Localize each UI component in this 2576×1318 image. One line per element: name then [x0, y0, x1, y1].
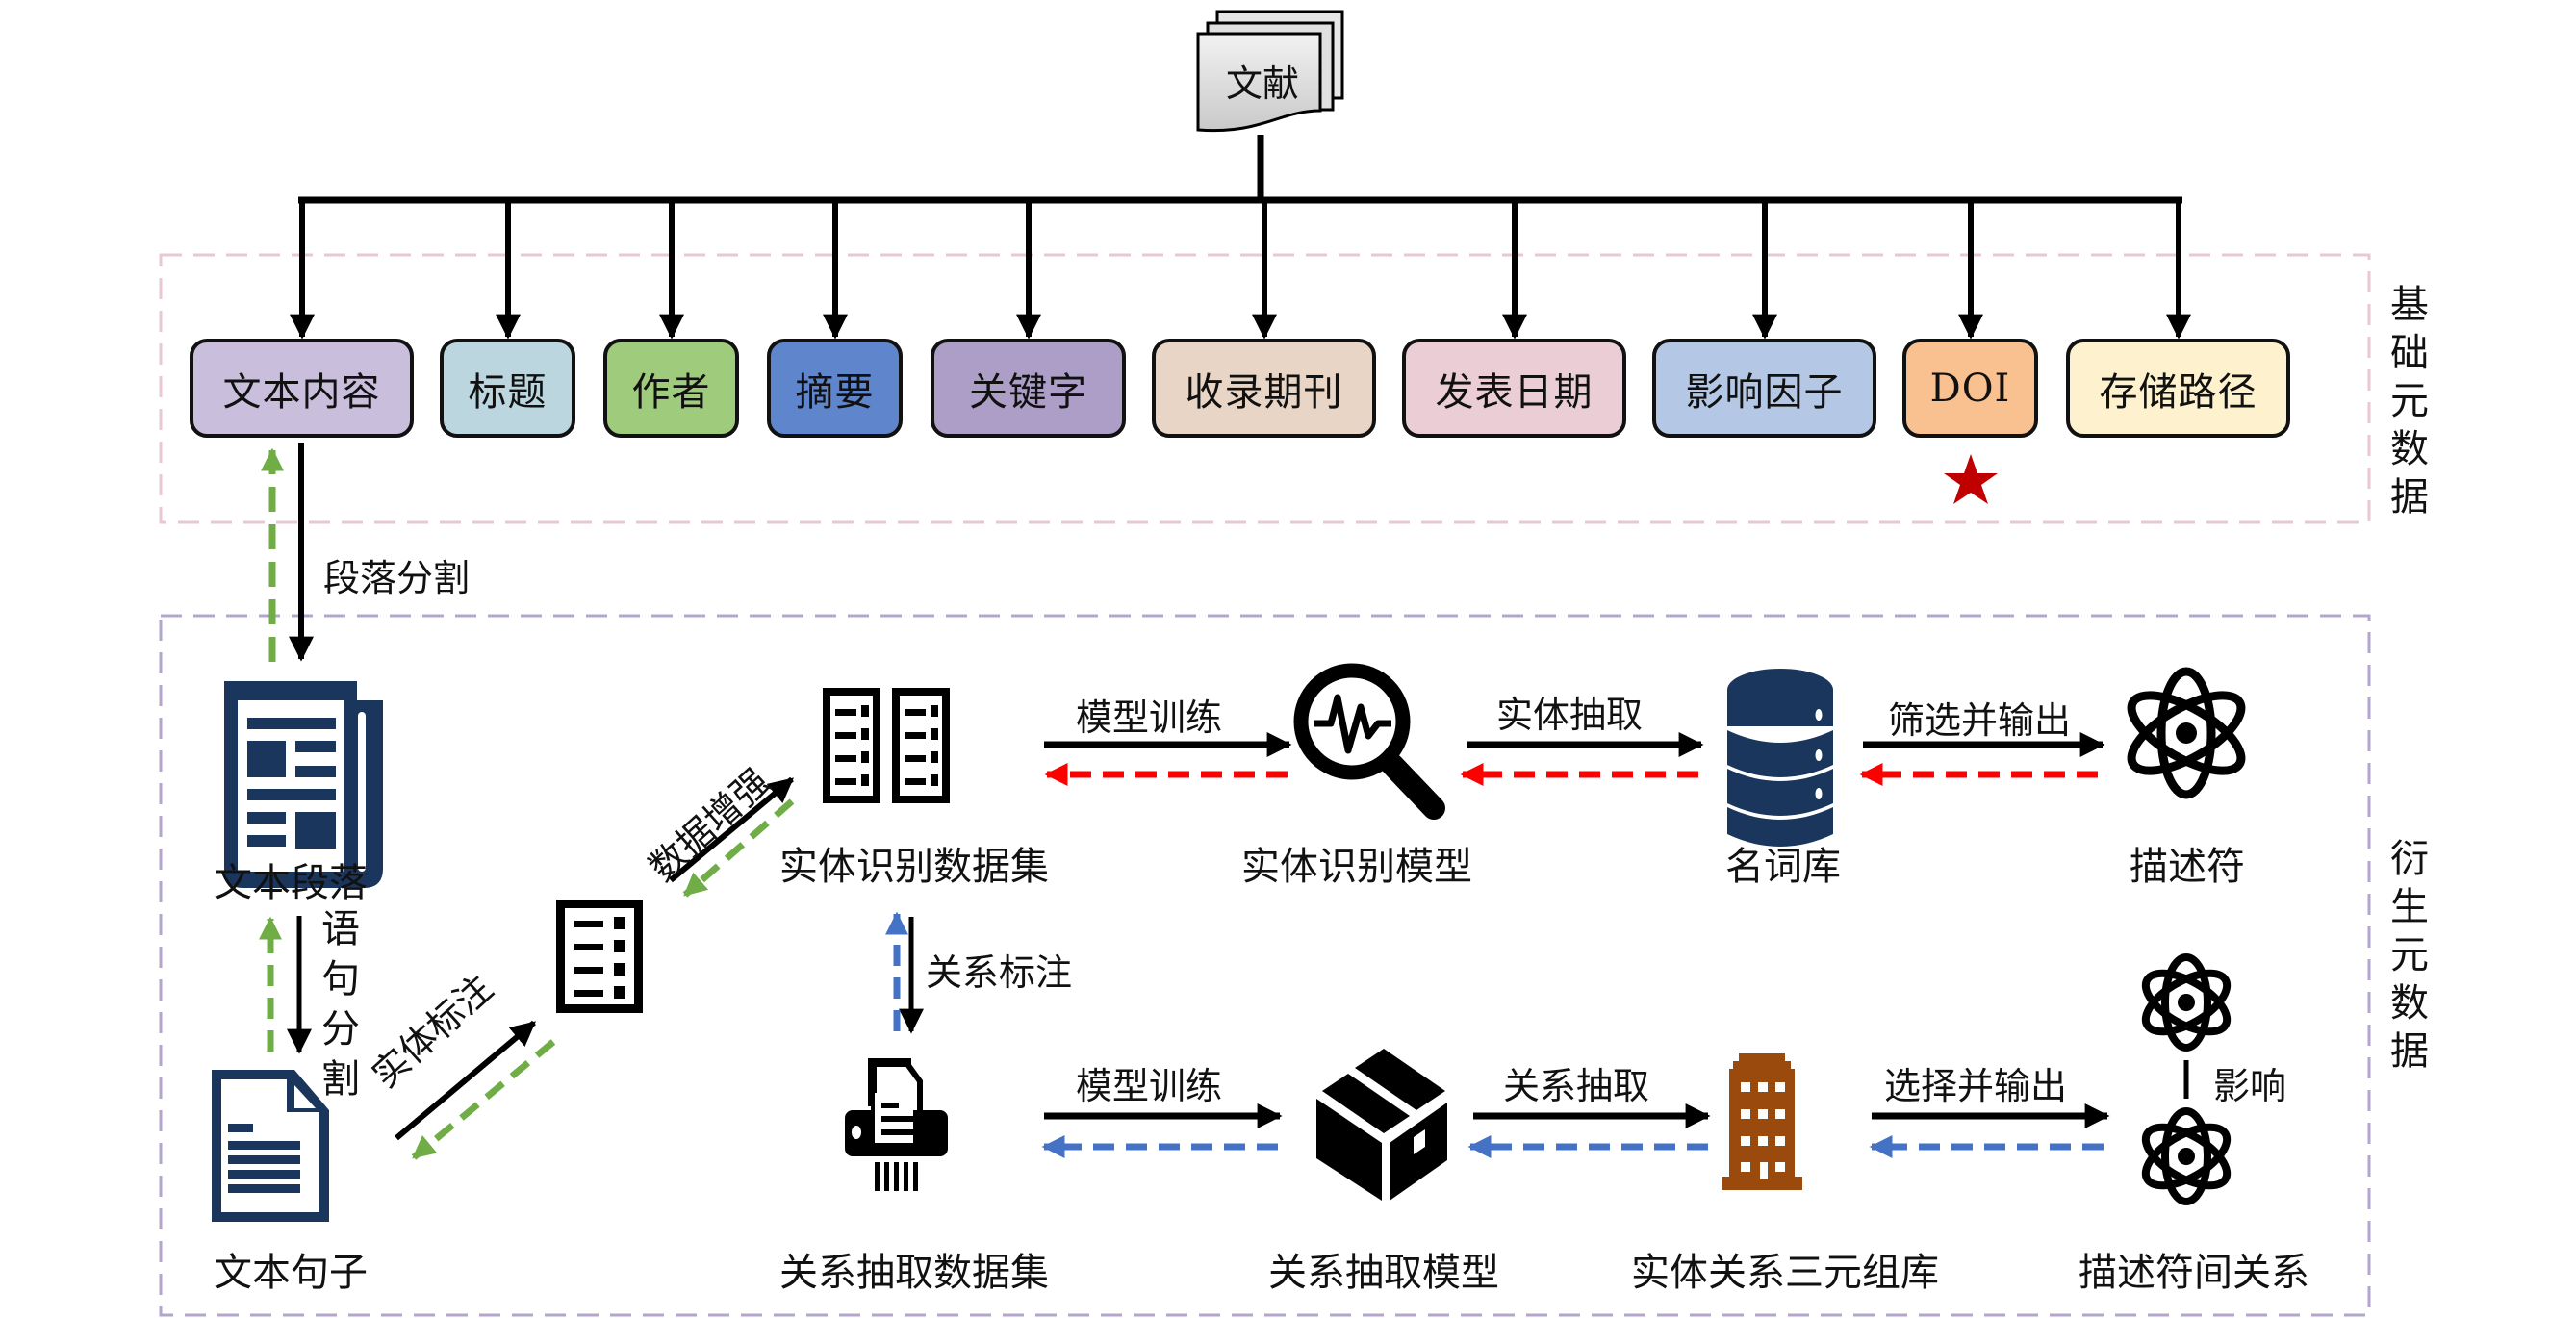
atom-pair-icon: [2141, 953, 2232, 1205]
newspaper-icon: [224, 681, 383, 888]
edge-label-entity-extraction: 实体抽取: [1496, 694, 1644, 736]
node-label-descriptor: 描述符: [2130, 845, 2245, 889]
metadata-box-keywords: 关键字: [931, 339, 1126, 438]
database-icon: [1727, 669, 1833, 847]
derived-metadata-region: [159, 614, 2371, 1317]
atom-icon: [2127, 667, 2246, 799]
edge-label-sentence-split: 语句分割: [321, 907, 360, 1102]
magnifier-waveform-icon: [1293, 663, 1445, 820]
metadata-box-journal: 收录期刊: [1152, 339, 1376, 438]
edge-label-filter-output: 筛选并输出: [1888, 699, 2072, 742]
box-icon: [1316, 1049, 1447, 1201]
node-label-noun-db: 名词库: [1725, 845, 1841, 889]
node-label-re-model: 关系抽取模型: [1268, 1251, 1499, 1295]
node-label-sentence: 文本句子: [214, 1251, 368, 1295]
star-icon: [1944, 454, 1998, 504]
root-document-label: 文献: [1225, 63, 1299, 105]
node-label-ner-model: 实体识别模型: [1241, 845, 1472, 889]
edge-label-ner-training: 模型训练: [1076, 697, 1223, 739]
metadata-box-impact-factor: 影响因子: [1652, 339, 1876, 438]
tree-connectors: [290, 200, 2191, 340]
metadata-box-abstract: 摘要: [767, 339, 903, 438]
node-label-ner-dataset: 实体识别数据集: [779, 845, 1049, 889]
building-icon: [1722, 1053, 1802, 1190]
metadata-box-title: 标题: [440, 339, 575, 438]
stacked-documents-icon: [1196, 10, 1344, 133]
node-label-descriptor-relation: 描述符间关系: [2079, 1251, 2309, 1295]
node-label-paragraph: 文本段落: [214, 861, 368, 905]
edge-label-re-training: 模型训练: [1076, 1065, 1223, 1107]
node-label-re-dataset: 关系抽取数据集: [779, 1251, 1049, 1295]
derived-metadata-region-label: 衍生元数据: [2390, 837, 2429, 1074]
list-document-icon: [556, 900, 643, 1013]
basic-metadata-region: [159, 253, 2371, 524]
metadata-box-doi: DOI: [1902, 339, 2038, 438]
atom-icon: [2141, 1107, 2232, 1205]
edge-label-relation-extraction: 关系抽取: [1503, 1065, 1650, 1107]
metadata-box-storage-path: 存储路径: [2066, 339, 2290, 438]
document-icon: [212, 1070, 329, 1222]
edge-label-influence: 影响: [2213, 1065, 2287, 1107]
shredder-icon: [845, 1058, 948, 1191]
dataset-documents-icon: [823, 688, 950, 803]
metadata-box-publish-date: 发表日期: [1402, 339, 1626, 438]
basic-metadata-region-label: 基础元数据: [2390, 283, 2429, 520]
edge-label-select-output: 选择并输出: [1884, 1065, 2068, 1107]
metadata-box-author: 作者: [603, 339, 739, 438]
atom-icon: [2141, 953, 2232, 1052]
edge-label-relation-annotation: 关系标注: [926, 951, 1073, 994]
metadata-box-text-content: 文本内容: [190, 339, 414, 438]
edge-label-paragraph-split: 段落分割: [323, 557, 471, 599]
node-label-triple-db: 实体关系三元组库: [1631, 1251, 1939, 1295]
